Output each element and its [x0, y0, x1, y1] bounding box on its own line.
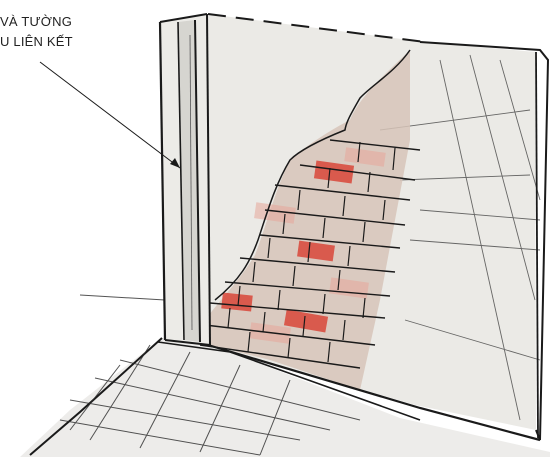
- concrete-column: [160, 14, 210, 345]
- callout-leader-line: [40, 62, 180, 168]
